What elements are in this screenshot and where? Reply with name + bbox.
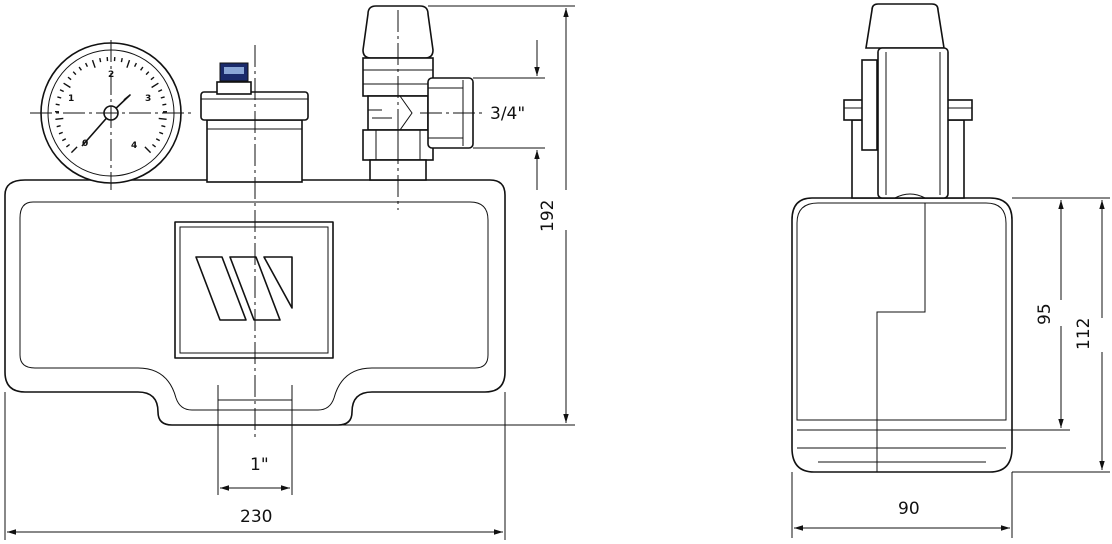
gauge-tick xyxy=(67,76,72,81)
gauge-label-1: 1 xyxy=(68,94,74,104)
gauge-tick xyxy=(150,76,155,81)
gauge-label-3: 3 xyxy=(145,94,151,104)
side-step-line xyxy=(876,203,926,472)
side-valve-cap xyxy=(865,3,945,49)
dim-label-192: 192 xyxy=(538,200,558,232)
gauge-tick xyxy=(78,66,82,71)
gauge-tick xyxy=(58,131,63,135)
dim-label-230: 230 xyxy=(240,507,272,527)
logo-plate xyxy=(174,221,334,359)
gauge-tick xyxy=(161,125,166,128)
gauge-tick xyxy=(72,71,77,76)
front-dimensions: 230 1" 192 3/4" xyxy=(4,5,576,540)
gauge-ticks xyxy=(54,57,168,154)
gauge-tick xyxy=(159,131,164,135)
dim-label-112: 112 xyxy=(1074,318,1094,350)
gauge-tick xyxy=(145,71,150,76)
gauge-tick xyxy=(162,103,167,106)
gauge-tick xyxy=(158,89,163,93)
gauge-tick xyxy=(91,59,96,68)
gauge-tick xyxy=(70,146,78,154)
dim-label-95: 95 xyxy=(1035,303,1055,325)
gauge-tick xyxy=(63,82,71,89)
gauge-tick xyxy=(160,96,165,99)
gauge-label-4: 4 xyxy=(131,141,137,151)
safety-valve xyxy=(362,5,474,181)
gauge-tick xyxy=(55,117,64,120)
gauge-tick xyxy=(61,138,67,142)
side-valve-body xyxy=(877,47,949,199)
gauge-tick xyxy=(55,103,60,106)
gauge-tick xyxy=(99,57,102,63)
gauge-tick xyxy=(158,117,167,120)
gauge-tick xyxy=(155,138,161,142)
housing-inner-outline xyxy=(19,201,489,411)
gauge-tick xyxy=(126,59,131,68)
gauge-tick xyxy=(144,146,152,154)
dim-label-outlet: 3/4" xyxy=(490,104,525,124)
side-housing-outline xyxy=(791,197,1013,473)
gauge-tick xyxy=(84,62,89,68)
gauge-tick xyxy=(65,143,71,148)
dim-label-90: 90 xyxy=(898,499,920,519)
side-dimensions: 90 112 95 xyxy=(791,197,1112,538)
gauge-tick xyxy=(151,143,157,148)
gauge-tick xyxy=(120,57,123,63)
front-view: 0 1 2 3 4 xyxy=(4,5,506,440)
gauge-tick xyxy=(59,89,64,93)
logo-plate-inner xyxy=(179,226,329,354)
gauge-tick xyxy=(56,125,61,128)
side-view xyxy=(791,3,1013,473)
gauge-tick xyxy=(133,62,138,68)
gauge-tick xyxy=(151,82,159,89)
brand-logo-icon xyxy=(195,256,293,321)
gauge-tick xyxy=(140,66,144,71)
gauge-tick xyxy=(57,96,62,99)
dim-label-inlet: 1" xyxy=(250,455,269,475)
gauge-label-0: 0 xyxy=(82,139,88,149)
side-housing-inner xyxy=(796,202,1007,421)
